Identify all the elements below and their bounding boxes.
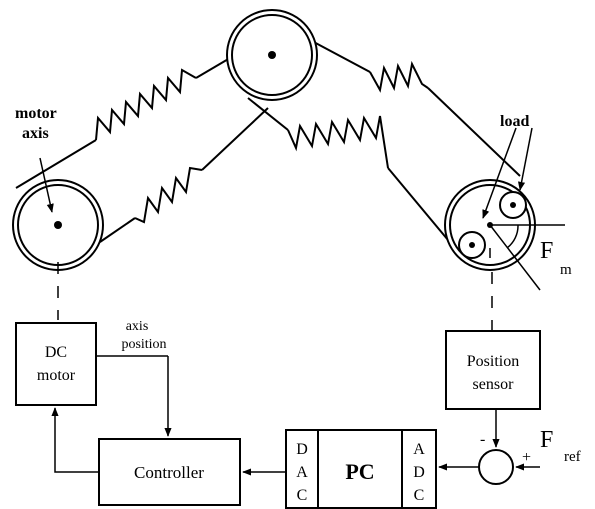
fref-subscript: ref (564, 449, 581, 465)
dc-motor-box (15, 322, 97, 406)
motor-axis-label-2: axis (22, 125, 49, 142)
fref-label: F (540, 427, 553, 453)
idler-pulley (226, 9, 318, 101)
fm-subscript: m (560, 262, 572, 278)
fm-label: F (540, 238, 553, 264)
spring-left-bottom (134, 166, 203, 224)
dac-letter-c: C (297, 487, 308, 504)
axis-position-label-2: position (121, 337, 166, 352)
spring-right-middle (287, 115, 389, 169)
load-label: load (500, 113, 529, 130)
position-sensor-label-1: Position (467, 353, 519, 370)
controller-label: Controller (134, 463, 204, 482)
position-sensor-label-2: sensor (473, 376, 515, 393)
summing-junction (478, 449, 514, 485)
spring-right-top (369, 60, 429, 93)
pc-box (285, 429, 437, 509)
dac-letter-a: A (296, 464, 308, 481)
axis-position-label-1: axis (126, 319, 149, 334)
adc-letter-a: A (413, 441, 425, 458)
dc-motor-label-1: DC (45, 344, 67, 361)
adc-letter-d: D (413, 464, 425, 481)
controller-box (98, 438, 241, 506)
motor-axis-label-1: motor (15, 105, 57, 122)
plus-sign: + (522, 449, 531, 466)
position-sensor-box (445, 330, 541, 410)
motor-axis-arrow (39, 157, 54, 213)
adc-letter-c: C (414, 487, 425, 504)
force-indicator (489, 224, 565, 291)
controller-to-motor-arrow (51, 407, 99, 473)
minus-sign: - (480, 431, 485, 448)
load-arrows (482, 127, 533, 219)
spring-left-top (95, 68, 197, 141)
motor-pulley (12, 179, 104, 271)
dac-letter-d: D (296, 441, 308, 458)
belt-segments (15, 39, 521, 243)
pc-label: PC (345, 459, 374, 484)
dc-motor-label-2: motor (37, 367, 76, 384)
